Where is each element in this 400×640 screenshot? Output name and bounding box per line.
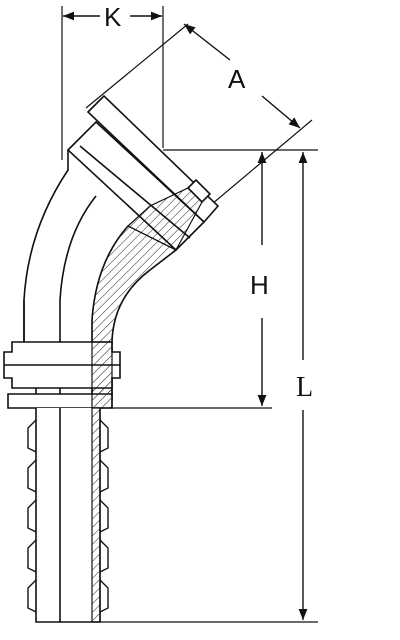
a-arrow-lower: [261, 95, 301, 129]
a-extension-upper: [85, 23, 189, 109]
hose-tail-outline: [35, 408, 101, 623]
collar-hatch: [91, 341, 113, 409]
barb: [27, 499, 37, 533]
barb-right: [99, 459, 109, 493]
section-hatch-flange: [126, 187, 203, 251]
barb: [27, 419, 37, 453]
barbs: [27, 419, 109, 613]
elbow-bore-outer: [59, 195, 97, 622]
dimension-k: K: [61, 2, 164, 160]
barb-right: [99, 499, 109, 533]
dimension-l: L: [100, 152, 318, 623]
dimension-a: A: [85, 23, 313, 205]
l-label: L: [296, 372, 313, 403]
elbow-outer-wall: [23, 150, 69, 345]
fitting-body: [3, 94, 220, 623]
barb: [27, 539, 37, 573]
barb-right: [99, 539, 109, 573]
barb-right: [99, 579, 109, 613]
hose-tail-hatch: [91, 407, 101, 623]
a-arrow-upper: [183, 23, 231, 61]
barb-right: [99, 419, 109, 453]
barb: [27, 459, 37, 493]
barb: [27, 579, 37, 613]
dimension-h: H: [112, 149, 318, 409]
k-label: K: [104, 2, 122, 32]
a-label: A: [228, 64, 246, 94]
h-label: H: [250, 270, 269, 300]
